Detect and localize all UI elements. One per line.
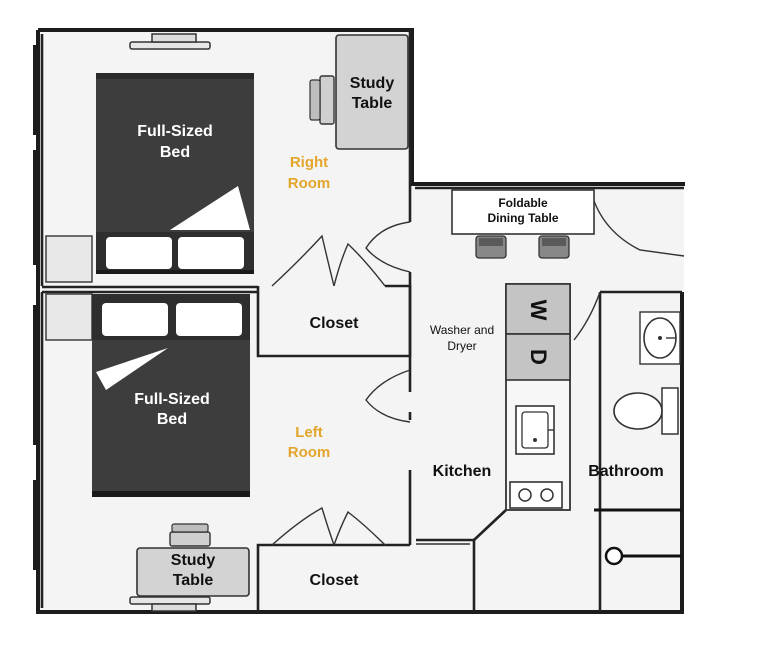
door-left-room[interactable] [365,369,411,423]
kitchen-counter-edge [473,509,507,541]
closet-bottom [256,506,410,612]
left-room-label-1: Left [295,424,323,441]
study-table-bottom-label-2: Table [173,572,214,589]
toilet [613,387,679,435]
bed-bottom-label-2: Bed [157,411,187,428]
bed-bottom-label-1: Full-Sized [134,391,210,408]
left-room-label-2: Room [288,444,331,461]
ac-unit-bottom [129,596,211,612]
dining-chair-1 [475,235,507,259]
washer [505,283,571,335]
window-left-3 [33,305,38,445]
study-table-top-label-2: Table [352,95,393,112]
bed-top-label-2: Bed [160,144,190,161]
nightstand-bottom [45,293,93,341]
dining-table-label-2: Dining Table [487,211,558,225]
ac-unit-top [129,33,211,50]
study-table-bottom-label-1: Study [171,552,216,569]
study-table-bottom [136,523,250,597]
nightstand-top [45,235,93,283]
bathroom-sink [639,311,681,365]
closet-top [256,234,412,358]
right-room-label-2: Room [288,175,331,192]
window-left-4 [33,480,38,570]
study-table-top-label-1: Study [350,75,395,92]
dining-table [451,189,595,235]
door-right-room[interactable] [365,221,411,273]
study-table-top [309,34,409,150]
kitchen-sink [515,405,555,455]
bed-bottom [92,294,250,497]
bed-top [96,73,254,274]
shower-drain [604,546,624,566]
bathroom-label: Bathroom [588,463,664,480]
bed-top-label-1: Full-Sized [137,123,213,140]
dining-chair-2 [538,235,570,259]
closet-bottom-label: Closet [310,572,360,589]
dryer [505,333,571,381]
outer-wall-top [38,28,685,186]
washer-dryer-label-1: Washer and [430,323,494,337]
window-left-1 [33,45,38,135]
washer-letter: W [526,300,551,321]
door-kitchen[interactable] [573,291,601,341]
kitchen-label: Kitchen [433,463,492,480]
dryer-letter: D [526,349,551,365]
window-left-2 [33,150,38,265]
washer-dryer-label-2: Dryer [447,339,476,353]
right-room-label-1: Right [290,154,328,171]
stove [509,481,563,509]
closet-top-label: Closet [310,315,360,332]
dining-table-label-1: Foldable [498,196,548,210]
